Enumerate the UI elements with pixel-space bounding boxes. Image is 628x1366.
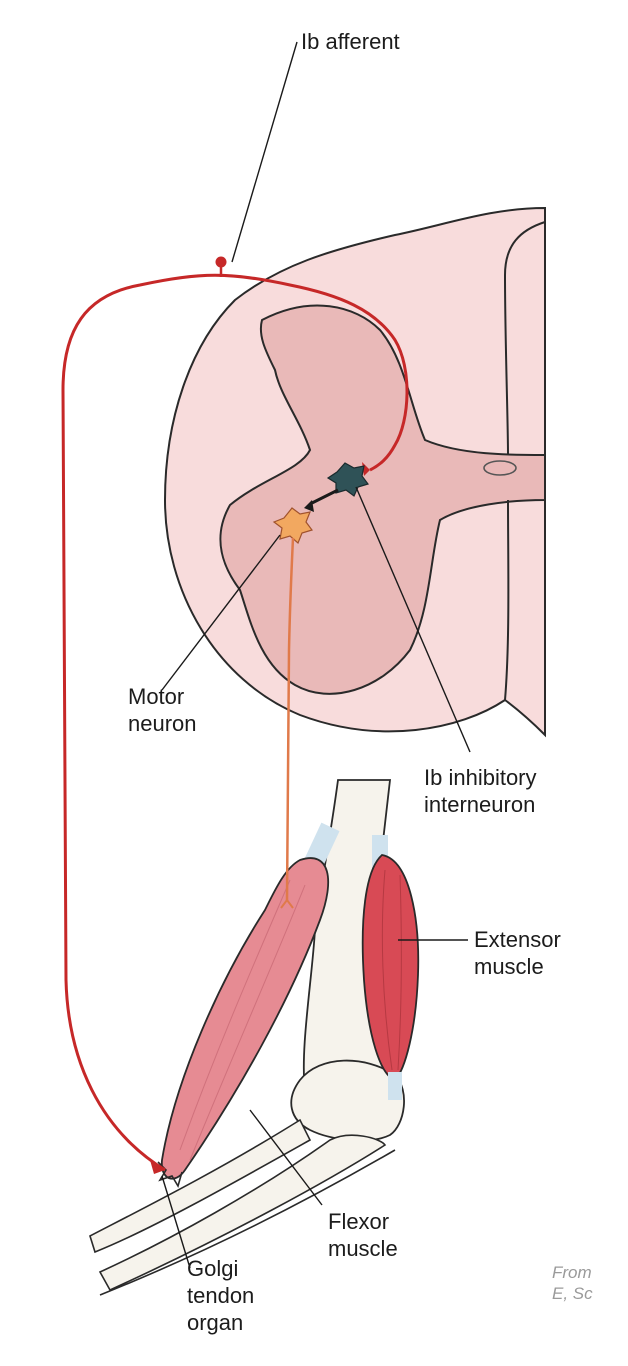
dorsal-root-ganglion (215, 256, 227, 268)
flexor-striations (179, 879, 306, 1161)
ib-afferent-arrow (150, 1160, 165, 1174)
label-ib-afferent: Ib afferent (301, 29, 400, 54)
ib-afferent-axon (61, 273, 409, 1172)
gray-matter (219, 304, 546, 695)
leader-lines (161, 41, 471, 1269)
tendon-top-left (304, 822, 340, 868)
label-ib-inhibitory-interneuron: Ib inhibitory interneuron (424, 765, 537, 817)
extensor-striations (381, 869, 402, 1071)
leader-ib-afferent (231, 41, 298, 263)
leader-golgi (161, 1175, 191, 1269)
leader-interneuron (355, 486, 471, 753)
label-flexor-muscle: Flexor muscle (328, 1209, 398, 1261)
flexor-muscle (161, 857, 330, 1180)
extensor-tendon-bottom (388, 1072, 402, 1100)
motor-axon (285, 537, 295, 901)
median-fissure (503, 221, 546, 701)
ulna (98, 1134, 387, 1292)
motor-endplate (280, 898, 294, 909)
source-citation: From E, Sc (552, 1263, 593, 1303)
forearm-outline (99, 1149, 396, 1296)
leader-flexor (249, 1109, 323, 1206)
ib-inhibitory-interneuron-cell (326, 462, 369, 497)
leader-motor-neuron (161, 534, 281, 691)
radius (89, 1118, 312, 1254)
motor-neuron-cell (272, 507, 313, 545)
interneuron-axon (311, 488, 339, 505)
central-canal (483, 460, 517, 476)
label-motor-neuron: Motor neuron (128, 684, 197, 736)
inhibitory-terminal (304, 500, 314, 512)
label-golgi-tendon-organ: Golgi tendon organ (187, 1256, 255, 1335)
ib-afferent-fiber (61, 256, 409, 1174)
label-extensor-muscle: Extensor muscle (474, 927, 561, 979)
